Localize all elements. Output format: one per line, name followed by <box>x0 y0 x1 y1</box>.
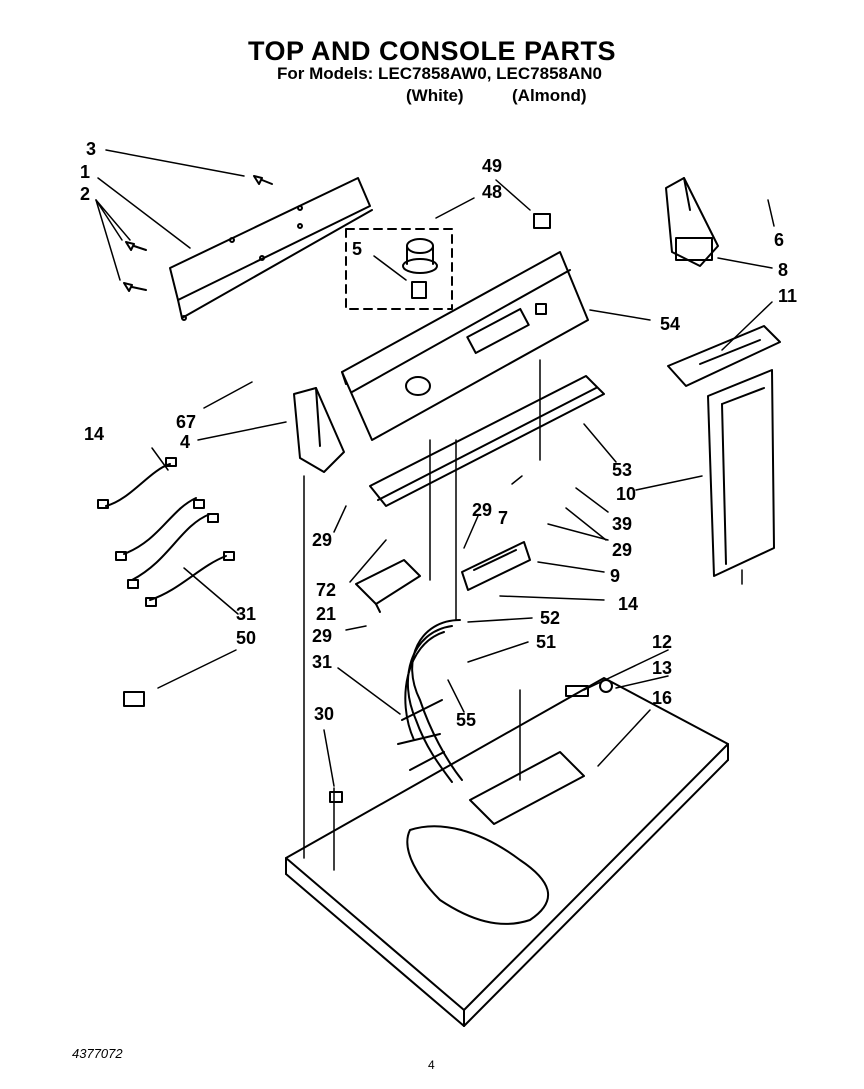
knob-group <box>345 228 453 310</box>
cabinet-top <box>285 677 729 1027</box>
guide-lines <box>303 359 743 871</box>
callout-11: 11 <box>778 286 797 306</box>
callout-67: 67 <box>176 412 196 432</box>
callout-55: 55 <box>456 710 476 730</box>
model-numbers: For Models: LEC7858AW0, LEC7858AN0 <box>277 64 602 83</box>
callout-7: 7 <box>498 508 508 528</box>
callout-48: 48 <box>482 182 502 202</box>
screws-left <box>123 175 273 292</box>
lint-filter-housing <box>707 369 775 577</box>
rear-panel-bracket <box>169 177 373 321</box>
clip-30 <box>329 791 343 803</box>
lint-screen <box>667 325 781 387</box>
callout-9: 9 <box>610 566 620 586</box>
callout-52: 52 <box>540 608 560 628</box>
color-almond-label: (Almond) <box>512 86 587 105</box>
diagram-title: TOP AND CONSOLE PARTS <box>247 36 617 66</box>
color-white-label: (White) <box>406 86 464 105</box>
callout-49: 49 <box>482 156 502 176</box>
callout-14: 14 <box>618 594 638 614</box>
callout-29-d: 29 <box>312 626 332 646</box>
callout-6: 6 <box>774 230 784 250</box>
control-knob-49 <box>533 213 551 229</box>
right-end-cap <box>665 177 719 267</box>
callout-labels: 3 1 2 5 49 48 6 8 11 54 67 4 14 53 10 7 … <box>80 139 797 730</box>
callout-2: 2 <box>80 184 90 204</box>
document-number: 4377072 <box>72 1046 123 1061</box>
callout-15: 14 <box>84 424 104 444</box>
callout-29-b: 29 <box>312 530 332 550</box>
callout-30: 30 <box>314 704 334 724</box>
console-base-rail <box>369 375 605 507</box>
callout-50: 50 <box>236 628 256 648</box>
callout-72: 72 <box>316 580 336 600</box>
relay-50 <box>123 691 145 707</box>
console-panel <box>341 251 589 441</box>
callout-31: 31 <box>312 652 332 672</box>
left-end-cap <box>293 387 345 473</box>
callout-13: 13 <box>652 658 672 678</box>
callout-10: 10 <box>616 484 636 504</box>
callout-8: 8 <box>778 260 788 280</box>
page-number: 4 <box>428 1058 435 1072</box>
callout-1: 1 <box>80 162 90 182</box>
callout-3: 3 <box>86 139 96 159</box>
callout-29-c: 29 <box>612 540 632 560</box>
leader-lines <box>95 149 775 787</box>
callout-16: 16 <box>652 688 672 708</box>
callout-29-a: 29 <box>472 500 492 520</box>
callout-12: 12 <box>652 632 672 652</box>
callout-32: 31 <box>236 604 256 624</box>
callout-51: 51 <box>536 632 556 652</box>
callout-53: 53 <box>612 460 632 480</box>
timer-motor <box>355 559 421 613</box>
callout-39: 39 <box>612 514 632 534</box>
callout-5: 5 <box>352 239 362 259</box>
main-harness <box>397 619 463 783</box>
callout-21: 21 <box>316 604 336 624</box>
wire-harness-15 <box>97 457 177 509</box>
callout-54: 54 <box>660 314 680 334</box>
callout-4: 4 <box>180 432 190 452</box>
terminal-block <box>461 541 531 591</box>
wire-harness-32 <box>115 497 235 607</box>
